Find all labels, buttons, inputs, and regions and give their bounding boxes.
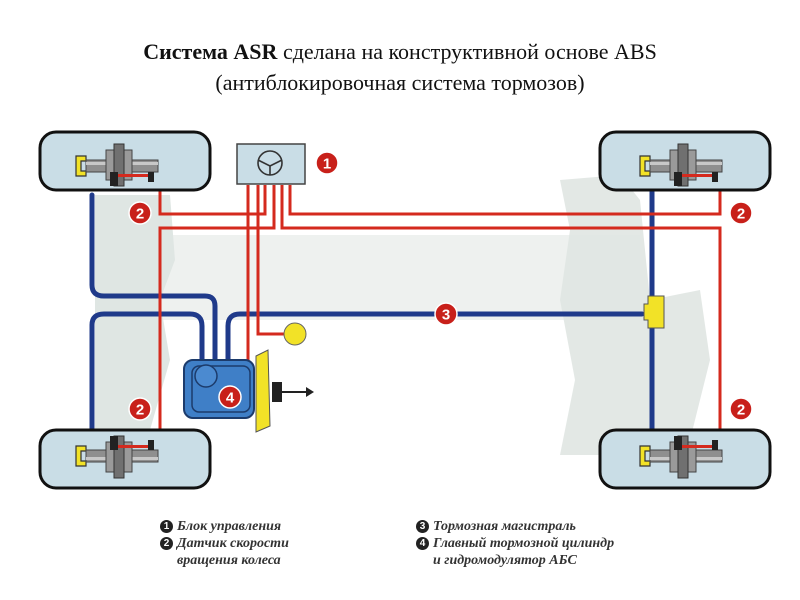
svg-text:4: 4 [226,390,235,407]
wire-rear-right [280,185,722,440]
legend-item-1: 1 Блок управления [160,518,289,535]
wire-rear-left [158,185,276,440]
wire-front-left [158,185,267,216]
legend-label: Блок управления [177,519,282,534]
svg-text:2: 2 [136,402,144,419]
wire-to-sensor-light [256,185,290,336]
legend-label-continued: и гидромодулятор АБС [433,553,577,568]
svg-text:2: 2 [737,402,745,419]
callout-3: 3 [434,302,458,326]
wheel-rear-right [598,428,772,490]
callout-2-rear-right: 2 [729,397,753,421]
legend-label: Тормозная магистраль [433,519,576,534]
legend-item-4: 4 Главный тормозной цилиндр [416,535,614,552]
brake-line-front-left [89,192,218,363]
svg-text:2: 2 [737,206,745,223]
callout-2-front-right: 2 [729,201,753,225]
svg-text:3: 3 [442,307,450,324]
warning-lamp [283,322,307,346]
title-line-2: (антиблокировочная система тормозов) [215,70,585,95]
legend-left: 1 Блок управления 2 Датчик скорости вращ… [160,518,289,569]
wheel-front-right [598,130,772,192]
svg-text:2: 2 [136,206,144,223]
legend-number-badge: 4 [416,537,429,550]
brake-line-rear-left [89,311,205,443]
legend-number-badge: 1 [160,520,173,533]
page-title: Система ASR сделана на конструктивной ос… [0,36,800,98]
legend-item-3: 3 Тормозная магистраль [416,518,614,535]
control-unit [236,143,306,185]
brake-line-main [225,311,645,363]
wheel-rear-left [38,428,212,490]
sensor-wires [158,185,722,440]
brake-lines [89,182,655,443]
steering-wheel-icon [257,150,283,176]
legend-label-continued: вращения колеса [177,553,281,568]
master-cylinder-modulator [183,349,314,433]
title-rest: сделана на конструктивной основе ABS [277,39,657,64]
legend-number-badge: 3 [416,520,429,533]
callout-1: 1 [315,151,339,175]
callout-2-front-left: 2 [128,201,152,225]
svg-text:1: 1 [323,156,331,173]
wire-front-right [288,185,722,216]
legend-item-2: 2 Датчик скорости [160,535,289,552]
legend-right: 3 Тормозная магистраль 4 Главный тормозн… [416,518,614,569]
callout-4: 4 [218,385,242,409]
callouts: 1 2 2 2 2 3 4 [128,151,753,421]
legend-number-badge: 2 [160,537,173,550]
legend-label: Датчик скорости [177,536,289,551]
legend-label: Главный тормозной цилиндр [433,536,615,551]
tee-junction [643,295,665,329]
wheel-front-left [38,130,212,192]
title-line-1: Система ASR сделана на конструктивной ос… [0,36,800,67]
title-bold: Система ASR [143,39,278,64]
callout-2-rear-left: 2 [128,397,152,421]
